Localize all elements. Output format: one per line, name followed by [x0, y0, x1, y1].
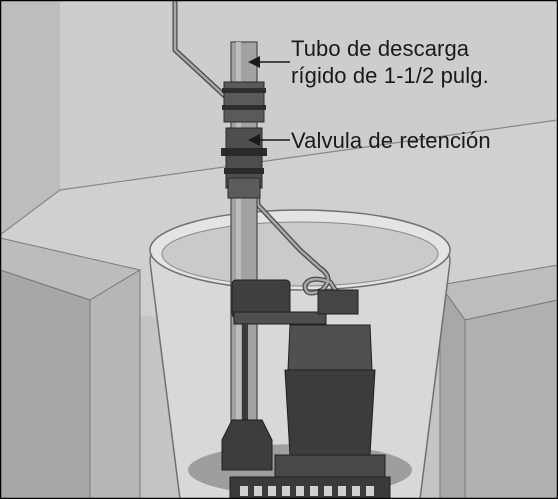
- pipe-callout-arrowhead: [248, 56, 260, 68]
- intake-slots: [240, 486, 374, 496]
- pipe-highlight: [236, 42, 241, 442]
- discharge-pipe-label: Tubo de descarga rígido de 1-1/2 pulg.: [291, 35, 489, 89]
- left-slab-side: [89, 269, 141, 499]
- discharge-pipe-label-line1: Tubo de descarga: [291, 36, 470, 61]
- float-ball: [221, 419, 273, 471]
- check-valve-band-top: [221, 148, 267, 156]
- left-wall: [0, 0, 60, 235]
- discharge-pipe-label-line2: rígido de 1-1/2 pulg.: [291, 63, 489, 88]
- basin-inner: [161, 221, 439, 287]
- pump-top-cap: [317, 289, 359, 315]
- right-slab-face: [464, 299, 558, 499]
- upper-coupling-band-1: [222, 88, 266, 93]
- pump-base: [274, 454, 386, 478]
- float-switch-arm: [233, 311, 327, 325]
- power-cord-highlight: [173, 0, 344, 301]
- pump-motor-upper: [287, 324, 373, 371]
- valve-callout-arrowhead: [248, 134, 260, 146]
- check-valve-lower: [227, 177, 261, 199]
- float-rod: [242, 324, 248, 424]
- floor-edge-line: [0, 119, 558, 236]
- upper-coupling-band-2: [222, 105, 266, 110]
- check-valve-band-bottom: [224, 168, 264, 174]
- left-slab-front: [0, 269, 91, 499]
- right-slab-front: [439, 283, 466, 499]
- right-wall: [60, 0, 558, 190]
- pump-motor-lower: [284, 369, 376, 456]
- check-valve-label: Valvula de retención: [291, 128, 491, 153]
